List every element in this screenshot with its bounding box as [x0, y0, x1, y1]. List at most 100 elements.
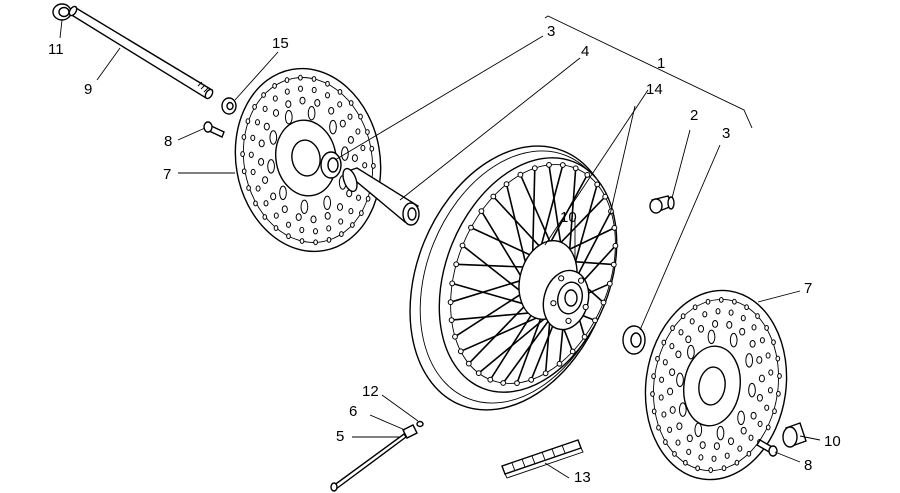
- disc-hole: [746, 450, 752, 457]
- disc-hole: [284, 88, 290, 95]
- disc-hole: [775, 355, 781, 362]
- disc-hole: [298, 85, 303, 92]
- disc-hole: [667, 387, 674, 396]
- disc-hole: [347, 113, 353, 120]
- disc-hole: [339, 231, 344, 238]
- disc-hole: [749, 339, 756, 348]
- spoke-nipple: [465, 360, 472, 367]
- disc-hole: [286, 233, 291, 240]
- disc-hole: [311, 76, 317, 82]
- disc-hole: [240, 151, 245, 158]
- disc-hole: [651, 408, 657, 415]
- spoke-nipple: [559, 162, 566, 168]
- bearing-3-left: [320, 151, 342, 179]
- hub-bolt: [550, 300, 557, 307]
- disc-hole: [337, 88, 343, 95]
- disc-hole: [708, 467, 714, 474]
- spoke-nipple: [592, 317, 598, 324]
- callout-13: 13: [574, 469, 591, 486]
- spoke-nipple: [447, 299, 454, 306]
- disc-hole: [692, 304, 698, 311]
- disc-hole: [269, 130, 278, 145]
- disc-hole: [272, 82, 277, 89]
- spoke-nipple-6: [402, 424, 418, 439]
- spoke-nipple: [542, 370, 549, 377]
- disc-hole: [365, 129, 370, 135]
- disc-hole: [737, 410, 745, 426]
- disc-hole: [362, 162, 368, 169]
- disc-hole: [258, 158, 265, 166]
- callout-7-left: 7: [163, 166, 171, 183]
- callout-labels: 11 9 15 8 7 3 4 1 14 2 3 10 7 10 8 12 6 …: [48, 23, 841, 486]
- callout-14: 14: [646, 81, 663, 98]
- disc-hole: [675, 439, 681, 446]
- disc-hole: [768, 369, 774, 376]
- disc-hole: [771, 339, 776, 346]
- disc-hole: [699, 441, 706, 449]
- disc-hole: [669, 368, 676, 377]
- disc-hole: [272, 109, 280, 117]
- disc-hole: [326, 225, 332, 232]
- disc-hole: [680, 313, 686, 320]
- disc-hole: [273, 212, 279, 219]
- disc-hole: [756, 393, 763, 402]
- disc-hole: [750, 411, 757, 420]
- spoke-nipple: [581, 334, 588, 340]
- disc-hole: [358, 113, 363, 120]
- disc-hole: [683, 459, 688, 466]
- disc-hole: [764, 404, 770, 411]
- assembly-bracket-1: [544, 15, 753, 129]
- disc-hole: [740, 314, 746, 322]
- callout-2: 2: [690, 107, 698, 124]
- disc-hole: [347, 136, 354, 144]
- disc-hole: [669, 342, 675, 350]
- disc-hole: [724, 452, 730, 459]
- disc-hole: [263, 122, 270, 131]
- disc-hole: [262, 105, 268, 113]
- spoke-nipple: [457, 348, 464, 355]
- disc-hole: [300, 199, 309, 215]
- disc-hole: [369, 145, 375, 152]
- disc-hole: [270, 192, 277, 201]
- disc-hole: [655, 355, 660, 362]
- disc-hole: [675, 350, 682, 359]
- spoke-5: [330, 433, 407, 492]
- spoke-nipple: [449, 280, 456, 287]
- disc-hole: [314, 99, 321, 107]
- disc-hole: [661, 411, 667, 418]
- disc-hole: [284, 109, 293, 125]
- disc-hole: [281, 205, 288, 214]
- disc-hole: [756, 356, 763, 364]
- disc-hole: [267, 159, 275, 174]
- disc-hole: [764, 324, 769, 331]
- disc-hole: [658, 394, 664, 401]
- spoke-nipple: [453, 261, 460, 268]
- disc-hole: [689, 318, 695, 325]
- nipple-washer-12: [416, 420, 424, 428]
- disc-hole: [313, 228, 318, 235]
- disc-hole: [325, 92, 330, 99]
- disc-hole: [325, 80, 330, 87]
- disc-hole: [252, 103, 257, 110]
- spoke-nipple: [600, 299, 607, 306]
- disc-hole: [246, 185, 251, 191]
- disc-hole: [751, 324, 757, 331]
- bearing-3-right: [622, 325, 646, 355]
- disc-hole: [365, 195, 371, 202]
- disc-hole: [253, 200, 258, 207]
- spoke-nipple: [503, 181, 510, 188]
- disc-hole: [678, 402, 687, 417]
- disc-hole: [298, 74, 303, 81]
- disc-hole: [745, 353, 754, 368]
- disc-hole: [286, 221, 291, 228]
- spacer-tube-4: [342, 167, 420, 226]
- callout-6: 6: [349, 403, 357, 420]
- disc-hole: [338, 218, 344, 225]
- disc-hole: [729, 332, 738, 348]
- disc-hole: [659, 376, 665, 383]
- disc-hole: [672, 450, 677, 457]
- disc-hole: [241, 134, 247, 141]
- axle-nut-11: [52, 3, 72, 21]
- disc-hole: [355, 128, 361, 135]
